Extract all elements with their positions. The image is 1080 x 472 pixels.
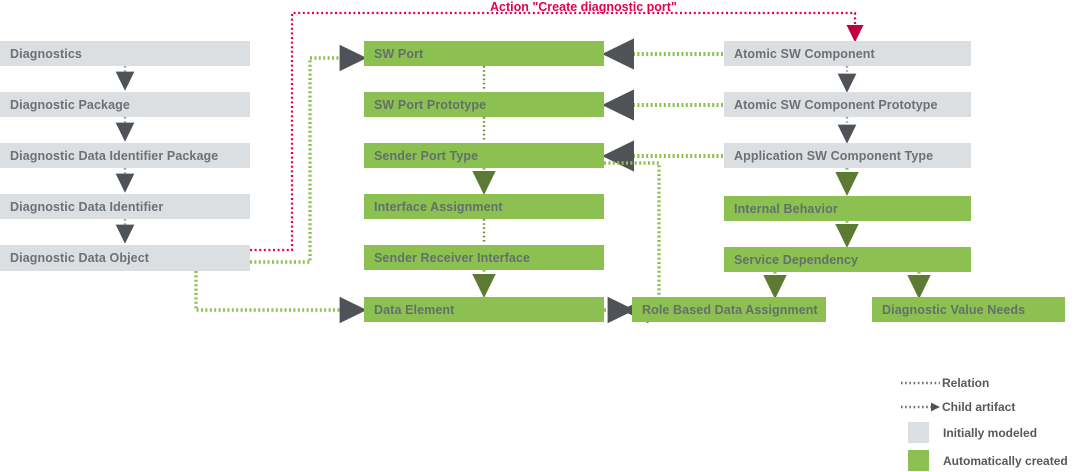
node-label: Role Based Data Assignment bbox=[642, 302, 818, 317]
node-label: Atomic SW Component Prototype bbox=[734, 97, 938, 112]
node-sender-receiver-interface[interactable]: Sender Receiver Interface bbox=[364, 245, 604, 270]
node-atomic-sw-component[interactable]: Atomic SW Component bbox=[724, 41, 971, 66]
node-label: Diagnostic Package bbox=[10, 97, 130, 112]
legend-label: Relation bbox=[942, 376, 990, 390]
node-diagnostic-value-needs[interactable]: Diagnostic Value Needs bbox=[872, 297, 1065, 322]
automatically-created-swatch bbox=[908, 450, 929, 471]
node-sender-port-type[interactable]: Sender Port Type bbox=[364, 143, 604, 168]
initially-modeled-swatch bbox=[908, 422, 929, 443]
legend-label: Child artifact bbox=[942, 400, 1016, 414]
node-diagnostic-data-identifier-package[interactable]: Diagnostic Data Identifier Package bbox=[0, 143, 250, 168]
node-label: Diagnostics bbox=[10, 46, 82, 61]
action-create-diagnostic-port-wire bbox=[250, 11, 864, 252]
node-diagnostics[interactable]: Diagnostics bbox=[0, 41, 250, 66]
node-service-dependency[interactable]: Service Dependency bbox=[724, 247, 971, 272]
node-role-based-data-assignment[interactable]: Role Based Data Assignment bbox=[632, 297, 826, 322]
node-diagnostic-package[interactable]: Diagnostic Package bbox=[0, 92, 250, 117]
node-internal-behavior[interactable]: Internal Behavior bbox=[724, 196, 971, 221]
legend-item-initially-modeled: Initially modeled bbox=[908, 422, 1037, 443]
node-label: Diagnostic Data Identifier bbox=[10, 199, 164, 214]
node-atomic-sw-component-prototype[interactable]: Atomic SW Component Prototype bbox=[724, 92, 971, 117]
node-data-element[interactable]: Data Element bbox=[364, 297, 604, 322]
node-label: Interface Assignment bbox=[374, 199, 503, 214]
legend-label: Initially modeled bbox=[943, 425, 1038, 440]
right-to-middle-relations bbox=[602, 38, 723, 172]
node-diagnostic-data-object[interactable]: Diagnostic Data Object bbox=[0, 245, 250, 271]
node-label: Data Element bbox=[374, 302, 455, 317]
node-label: SW Port bbox=[374, 46, 424, 61]
node-label: Internal Behavior bbox=[734, 201, 838, 216]
ddo-to-sw-port bbox=[250, 44, 367, 264]
legend-label: Automatically created bbox=[943, 453, 1068, 468]
node-sw-port[interactable]: SW Port bbox=[364, 41, 604, 66]
child-artifact-arrow-icon bbox=[901, 402, 940, 412]
node-label: Application SW Component Type bbox=[734, 148, 934, 163]
action-title: Action "Create diagnostic port" bbox=[490, 0, 677, 14]
node-application-sw-component-type[interactable]: Application SW Component Type bbox=[724, 143, 971, 168]
node-label: Sender Port Type bbox=[374, 148, 479, 163]
node-label: Diagnostic Value Needs bbox=[882, 302, 1026, 317]
node-label: Service Dependency bbox=[734, 252, 859, 267]
legend-item-automatically-created: Automatically created bbox=[908, 450, 1068, 471]
node-label: Atomic SW Component bbox=[734, 46, 875, 61]
relation-line-icon bbox=[901, 381, 940, 385]
ddo-to-data-element bbox=[194, 271, 367, 324]
sender-port-to-role-based bbox=[604, 161, 661, 324]
legend-item-child-artifact: Child artifact bbox=[900, 400, 1015, 414]
node-label: SW Port Prototype bbox=[374, 97, 487, 112]
node-diagnostic-data-identifier[interactable]: Diagnostic Data Identifier bbox=[0, 194, 250, 219]
node-label: Diagnostic Data Identifier Package bbox=[10, 148, 219, 163]
legend-item-relation: Relation bbox=[900, 376, 989, 390]
node-label: Diagnostic Data Object bbox=[10, 251, 150, 265]
node-interface-assignment[interactable]: Interface Assignment bbox=[364, 194, 604, 219]
right-column-green-arrows bbox=[763, 168, 931, 299]
node-label: Sender Receiver Interface bbox=[374, 250, 531, 265]
node-sw-port-prototype[interactable]: SW Port Prototype bbox=[364, 92, 604, 117]
